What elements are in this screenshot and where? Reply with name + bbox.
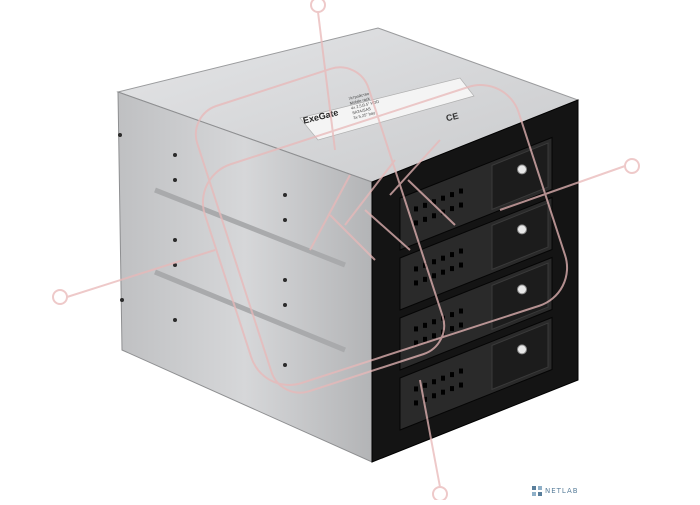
vent-hole: [459, 262, 463, 268]
product-label: [299, 77, 475, 141]
side-rail: [154, 187, 346, 268]
tray-lock-icon[interactable]: [517, 344, 527, 355]
netlab-watermark: NETLAB: [545, 487, 579, 495]
vent-hole: [459, 202, 463, 208]
vent-hole: [414, 220, 418, 226]
vent-hole: [414, 340, 418, 346]
vent-hole: [450, 312, 454, 318]
vent-hole: [450, 326, 454, 332]
vent-hole: [459, 382, 463, 388]
vent-hole: [423, 216, 427, 222]
vent-hole: [432, 273, 436, 279]
vent-hole: [432, 199, 436, 205]
vent-hole: [423, 276, 427, 282]
vent-hole: [450, 266, 454, 272]
vent-hole: [432, 379, 436, 385]
vent-hole: [450, 252, 454, 258]
vent-hole: [441, 195, 445, 201]
vent-hole: [432, 319, 436, 325]
vent-hole: [423, 382, 427, 388]
tray-lock-icon[interactable]: [517, 164, 527, 175]
vent-hole: [441, 389, 445, 395]
vent-hole: [414, 386, 418, 392]
vent-hole: [414, 400, 418, 406]
vent-hole: [441, 255, 445, 261]
vent-hole: [423, 322, 427, 328]
vent-hole: [414, 326, 418, 332]
drive-trays: [399, 136, 553, 431]
tray-handle[interactable]: [491, 202, 549, 271]
vent-hole: [414, 280, 418, 286]
tray-handle[interactable]: [491, 262, 549, 331]
side-rail: [154, 269, 346, 353]
netlab-logo-icon: [532, 486, 542, 496]
vent-hole: [450, 206, 454, 212]
vent-hole: [450, 386, 454, 392]
vent-hole: [414, 266, 418, 272]
vent-hole: [459, 308, 463, 314]
vent-hole: [423, 396, 427, 402]
vent-hole: [450, 372, 454, 378]
vent-hole: [459, 248, 463, 254]
vent-hole: [423, 336, 427, 342]
vent-hole: [450, 192, 454, 198]
tray-lock-icon[interactable]: [517, 224, 527, 235]
vent-hole: [441, 375, 445, 381]
vent-hole: [459, 322, 463, 328]
vent-hole: [432, 333, 436, 339]
vent-hole: [423, 202, 427, 208]
tray-handle[interactable]: [491, 322, 549, 391]
vent-hole: [432, 393, 436, 399]
vent-hole: [459, 368, 463, 374]
vent-hole: [432, 259, 436, 265]
vent-hole: [459, 188, 463, 194]
vent-hole: [441, 269, 445, 275]
vent-hole: [432, 213, 436, 219]
vent-hole: [414, 206, 418, 212]
vent-hole: [423, 262, 427, 268]
tray-lock-icon[interactable]: [517, 284, 527, 295]
